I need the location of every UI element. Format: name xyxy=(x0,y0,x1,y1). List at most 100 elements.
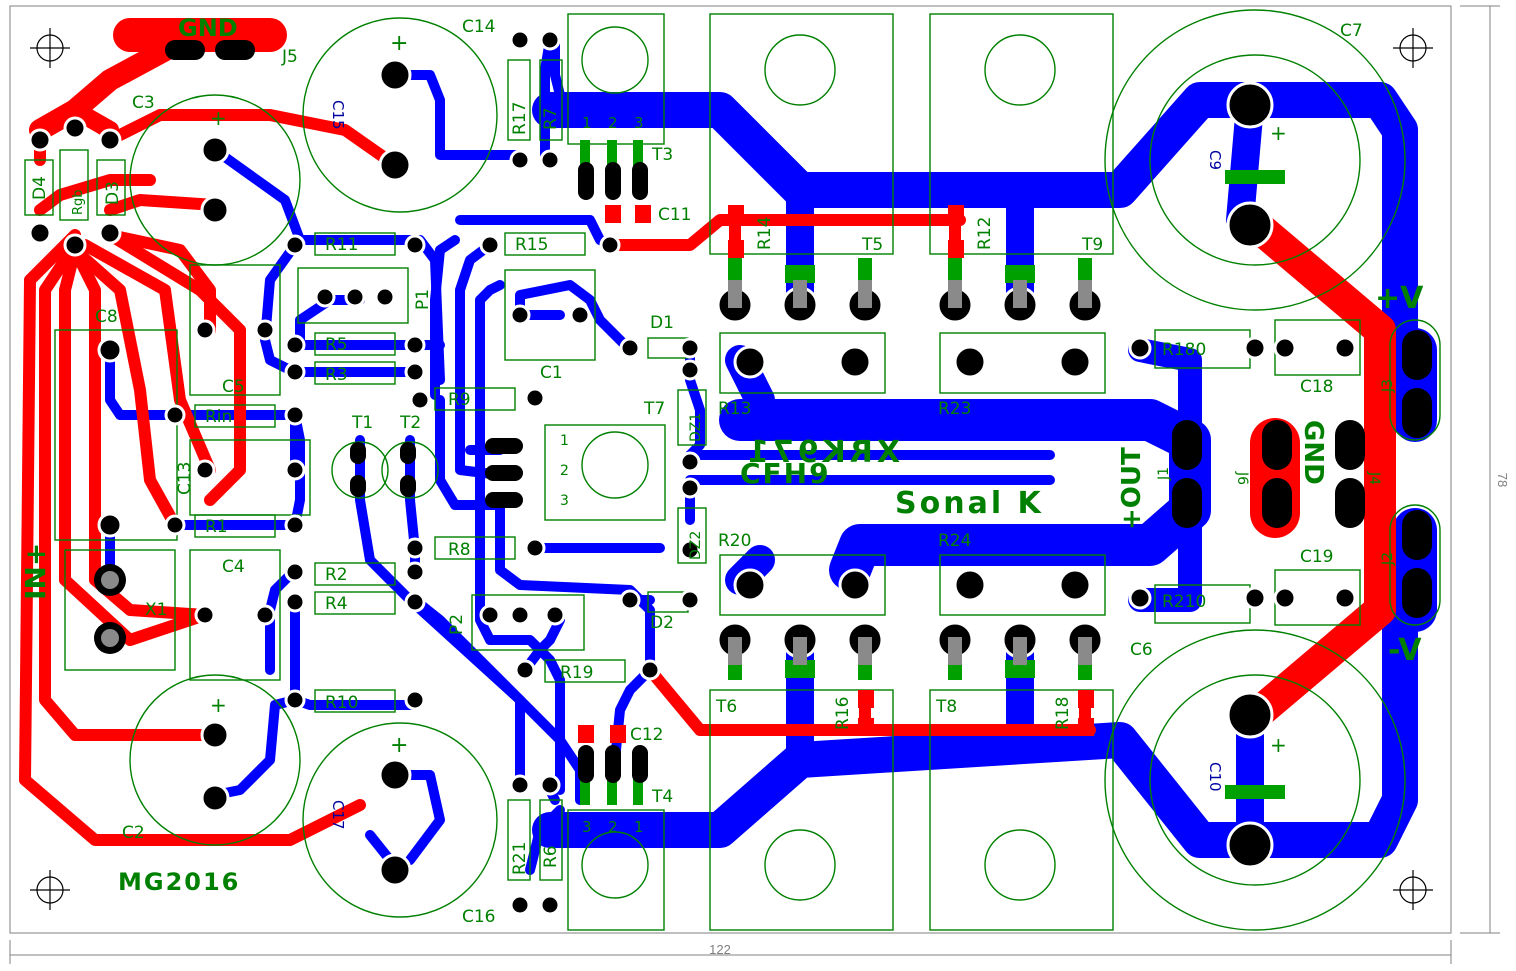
label-gnd-right: GND xyxy=(1298,420,1328,485)
label-r16: R16 xyxy=(833,697,853,730)
round-pads xyxy=(28,29,1357,916)
leg-plating xyxy=(728,280,1092,665)
label-r19: R19 xyxy=(560,663,593,683)
x1-terminal-pads xyxy=(94,564,126,654)
plus-c15: + xyxy=(390,31,408,56)
label-r6: R6 xyxy=(541,845,561,868)
label-j6: J6 xyxy=(1234,471,1250,485)
label-r5: R5 xyxy=(325,335,348,355)
label-c3: C3 xyxy=(132,93,155,113)
label-out-plus: +OUT xyxy=(1117,447,1147,530)
label-j1: J1 xyxy=(1156,467,1172,481)
label-r4: R4 xyxy=(325,594,348,614)
label-minus-v: -V xyxy=(1388,633,1422,668)
label-d4: D4 xyxy=(30,176,50,200)
label-c18: C18 xyxy=(1300,377,1334,397)
label-t4: T4 xyxy=(651,787,673,807)
label-dz2: DZ2 xyxy=(688,531,704,560)
board-markings: MG2016 XRK971 Sonal K CFH9 IN+ +OUT GND … xyxy=(19,281,1424,896)
label-d3: D3 xyxy=(103,181,123,205)
bottom-labels: C15 C17 C9 C10 xyxy=(329,100,1224,830)
label-in-plus: IN+ xyxy=(19,543,52,600)
label-t2: T2 xyxy=(399,413,421,433)
label-r23: R23 xyxy=(938,399,971,419)
label-j5: J5 xyxy=(281,47,298,67)
label-gnd-top: GND xyxy=(178,14,238,42)
component-labels: GND J5 C14 C3 C7 C5 C8 C13 C4 C2 C16 C1 … xyxy=(30,14,1396,927)
ic-pin-3: 3 xyxy=(560,493,569,509)
label-j3: J3 xyxy=(1380,379,1396,393)
label-c17: C17 xyxy=(329,800,347,830)
label-t1: T1 xyxy=(351,413,373,433)
t3-pin-3: 3 xyxy=(634,114,644,132)
t3-pin-2: 2 xyxy=(608,114,618,132)
ic-pin-2: 2 xyxy=(560,463,569,479)
silkscreen xyxy=(24,9,1441,931)
label-r180: R180 xyxy=(1162,340,1206,360)
plus-c10: + xyxy=(1270,733,1287,757)
mounting-holes xyxy=(30,28,1433,910)
plus-c3: + xyxy=(210,106,227,130)
t4-pin-3: 3 xyxy=(582,818,592,836)
label-rin: Rin xyxy=(205,407,232,427)
smd-red-pads xyxy=(578,205,1094,743)
label-x1: X1 xyxy=(145,600,167,620)
t3-pin-1: 1 xyxy=(582,114,592,132)
label-c15: C15 xyxy=(329,100,347,130)
label-d2: D2 xyxy=(650,613,674,633)
marking-cfh9: CFH9 xyxy=(740,457,831,490)
marking-xrk971: XRK971 xyxy=(744,435,900,470)
label-r11: R11 xyxy=(325,235,358,255)
label-r13: R13 xyxy=(718,399,751,419)
label-r8: R8 xyxy=(448,540,471,560)
label-c14: C14 xyxy=(462,17,496,37)
label-j2: J2 xyxy=(1380,552,1396,566)
label-r7: R7 xyxy=(541,107,561,130)
label-r3: R3 xyxy=(325,365,348,385)
t4-pin-2: 2 xyxy=(608,818,618,836)
label-t7: T7 xyxy=(643,399,665,419)
t4-pin-1: 1 xyxy=(634,818,644,836)
label-r21: R21 xyxy=(510,842,530,875)
label-d1: D1 xyxy=(650,313,674,333)
label-dz1: DZ1 xyxy=(688,413,704,442)
label-r14: R14 xyxy=(755,217,775,250)
label-r10: R10 xyxy=(325,693,358,713)
label-t8: T8 xyxy=(935,697,957,717)
smd-bridges xyxy=(580,140,1285,805)
label-r1: R1 xyxy=(205,517,228,537)
label-j4: J4 xyxy=(1366,471,1382,485)
label-c5: C5 xyxy=(222,377,245,397)
label-c7: C7 xyxy=(1340,21,1363,41)
dimension-width xyxy=(9,940,1452,964)
label-rgb: Rgb xyxy=(71,189,86,215)
oval-pads xyxy=(165,40,1432,783)
label-r12: R12 xyxy=(975,217,995,250)
marking-sonal: Sonal K xyxy=(895,486,1044,521)
title-mg2016: MG2016 xyxy=(118,868,240,896)
label-c8: C8 xyxy=(95,307,118,327)
label-c13: C13 xyxy=(175,461,195,495)
label-plus-v: +V xyxy=(1375,281,1424,316)
label-t5: T5 xyxy=(861,235,883,255)
dimension-width-label: 122 xyxy=(709,942,731,957)
label-c9: C9 xyxy=(1206,150,1224,170)
label-p2: P2 xyxy=(447,614,467,635)
dimension-height xyxy=(1460,5,1500,934)
plus-c17: + xyxy=(390,733,408,758)
label-r18: R18 xyxy=(1053,697,1073,730)
dimension-height-label: 78 xyxy=(1495,473,1510,487)
label-r9: R9 xyxy=(448,390,471,410)
label-r210: R210 xyxy=(1162,592,1206,612)
label-c12: C12 xyxy=(630,725,664,745)
label-c2: C2 xyxy=(122,823,145,843)
label-c1: C1 xyxy=(540,363,563,383)
ic-pin-1: 1 xyxy=(560,433,569,449)
label-p1: P1 xyxy=(413,289,433,310)
label-t6: T6 xyxy=(715,697,737,717)
label-t9: T9 xyxy=(1081,235,1103,255)
label-c11: C11 xyxy=(658,205,692,225)
label-c6: C6 xyxy=(1130,640,1153,660)
label-r2: R2 xyxy=(325,565,348,585)
